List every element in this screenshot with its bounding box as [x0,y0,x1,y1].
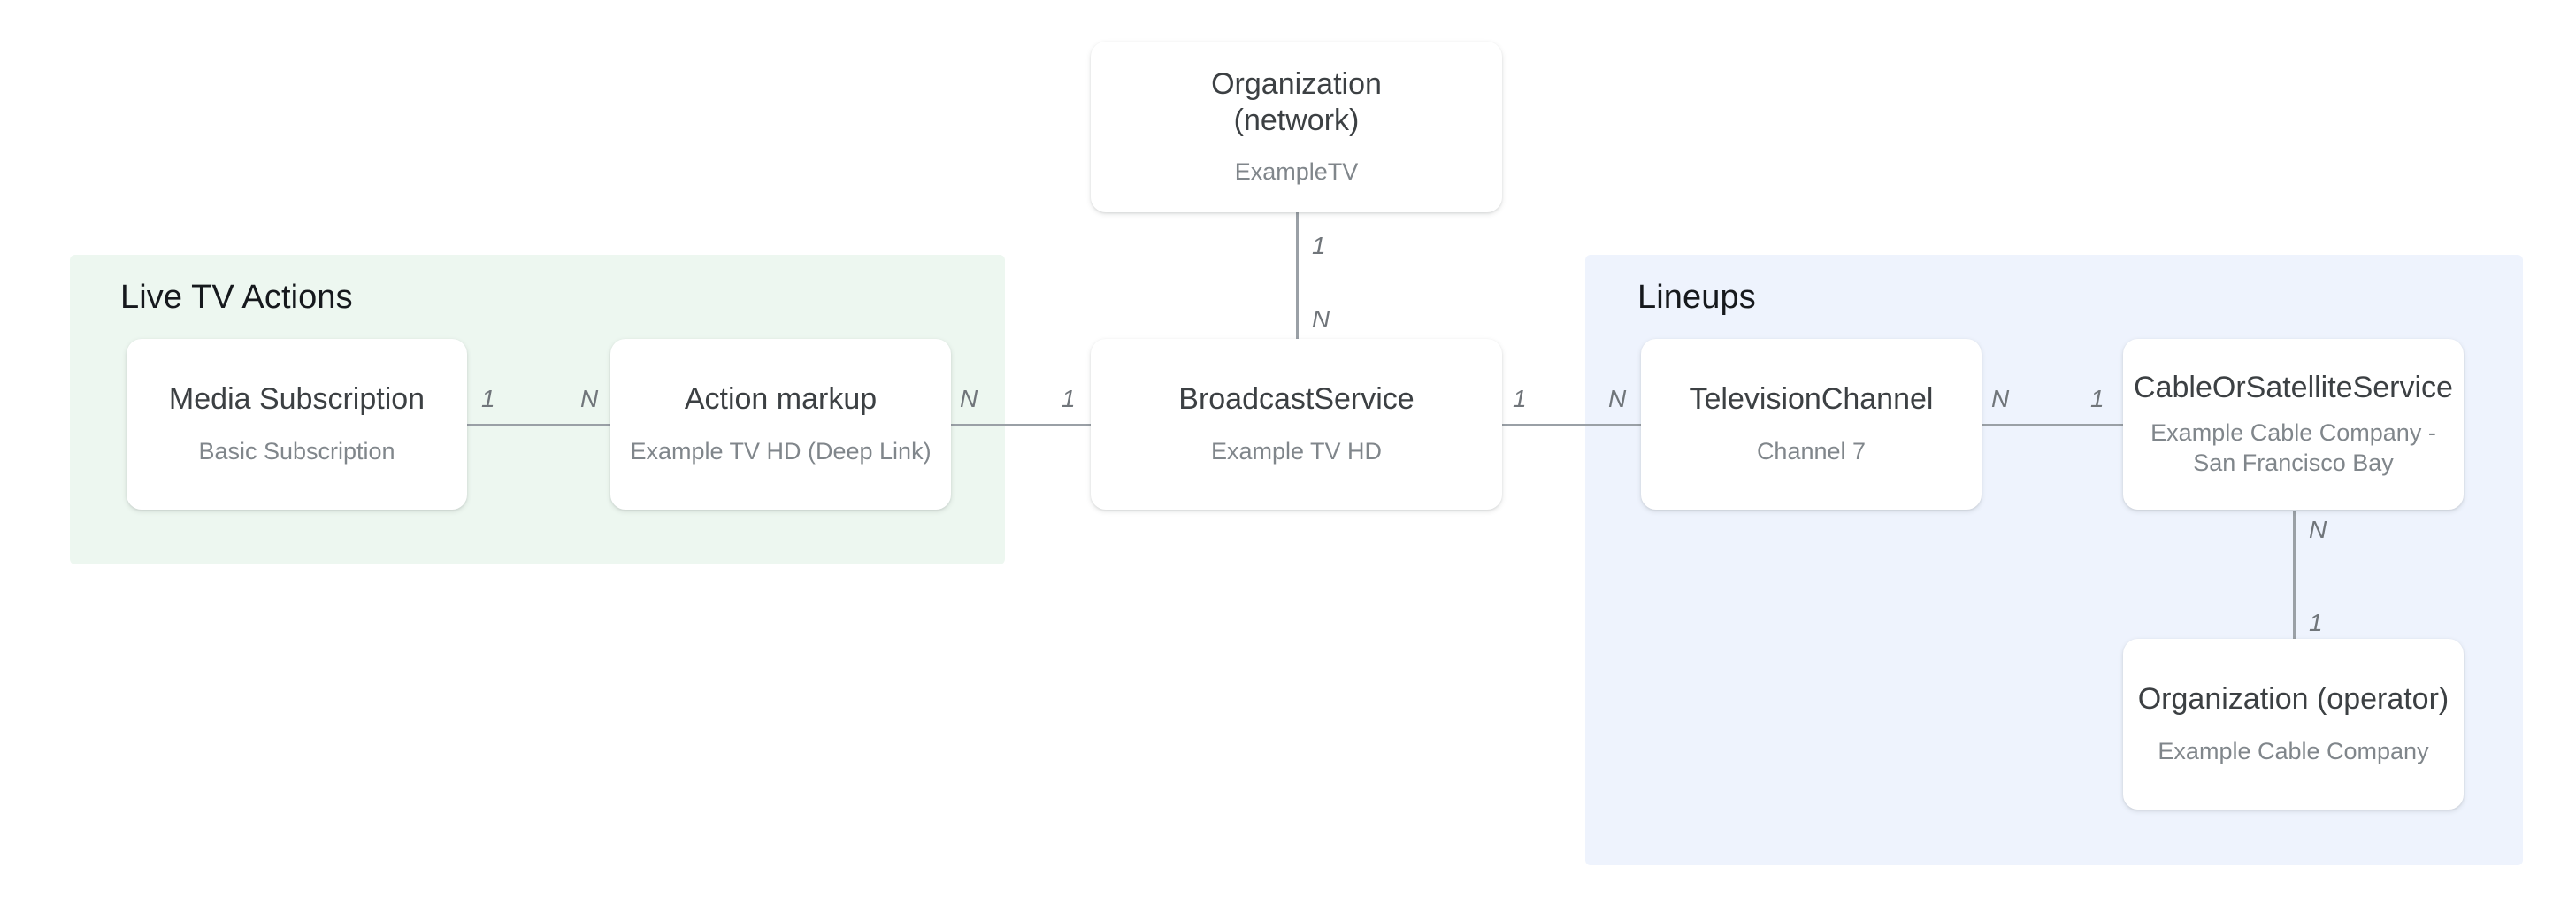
node-title-organization-operator: Organization (operator) [2137,682,2450,717]
edge-broadcast-service-television-channel [1477,424,1725,426]
node-subtitle-organization-operator: Example Cable Company [2158,738,2429,765]
cardinality-org-network-to-broadcast-bottom: N [1312,305,1330,333]
node-media-subscription[interactable]: Media Subscription Basic Subscription [126,339,467,510]
node-cable-or-satellite-service[interactable]: CableOrSatelliteService Example Cable Co… [2123,339,2464,510]
cardinality-cable-to-operator-top: N [2309,516,2327,543]
node-subtitle-television-channel: Channel 7 [1756,438,1867,465]
cardinality-broadcast-to-channel-left: 1 [1513,385,1527,412]
cardinality-media-to-action-left: 1 [481,385,495,412]
node-subtitle-broadcast-service: Example TV HD [1210,438,1383,465]
node-action-markup[interactable]: Action markup Example TV HD (Deep Link) [610,339,951,510]
cardinality-channel-to-cable-right: 1 [2090,385,2104,412]
cardinality-channel-to-cable-left: N [1991,385,2010,412]
node-title-action-markup: Action markup [684,382,878,417]
node-broadcast-service[interactable]: BroadcastService Example TV HD [1091,339,1502,510]
node-title-line-1: Organization [1211,66,1382,101]
node-subtitle-cable-or-satellite-service: Example Cable Company - San Francisco Ba… [2150,419,2436,476]
cardinality-cable-to-operator-bottom: 1 [2309,609,2323,636]
node-subtitle-media-subscription: Basic Subscription [198,438,395,465]
node-television-channel[interactable]: TelevisionChannel Channel 7 [1641,339,1982,510]
node-title-organization-network: Organization (network) [1211,66,1382,139]
edge-television-channel-cable-or-satellite-service [1959,424,2163,426]
node-organization-operator[interactable]: Organization (operator) Example Cable Co… [2123,639,2464,810]
edge-cable-or-satellite-service-organization-operator [2293,511,2296,641]
node-subtitle-action-markup: Example TV HD (Deep Link) [630,438,932,465]
edge-media-subscription-action-markup [442,424,637,426]
node-title-line-2: (network) [1233,103,1360,137]
node-organization-network[interactable]: Organization (network) ExampleTV [1091,42,1502,212]
cardinality-action-to-broadcast-right: 1 [1062,385,1076,412]
node-title-broadcast-service: BroadcastService [1178,382,1414,417]
cardinality-org-network-to-broadcast-top: 1 [1312,232,1326,259]
edge-action-markup-broadcast-service [929,424,1185,426]
node-title-cable-or-satellite-service: CableOrSatelliteService [2134,371,2453,405]
group-title-live-tv-actions: Live TV Actions [120,279,353,316]
group-title-lineups: Lineups [1637,279,1756,316]
cardinality-action-to-broadcast-left: N [960,385,978,412]
node-title-media-subscription: Media Subscription [168,382,426,417]
cardinality-broadcast-to-channel-right: N [1608,385,1627,412]
node-title-television-channel: TelevisionChannel [1689,382,1934,417]
node-subtitle-organization-network: ExampleTV [1234,158,1359,186]
edge-organization-network-broadcast-service [1296,211,1299,343]
cardinality-media-to-action-right: N [580,385,599,412]
